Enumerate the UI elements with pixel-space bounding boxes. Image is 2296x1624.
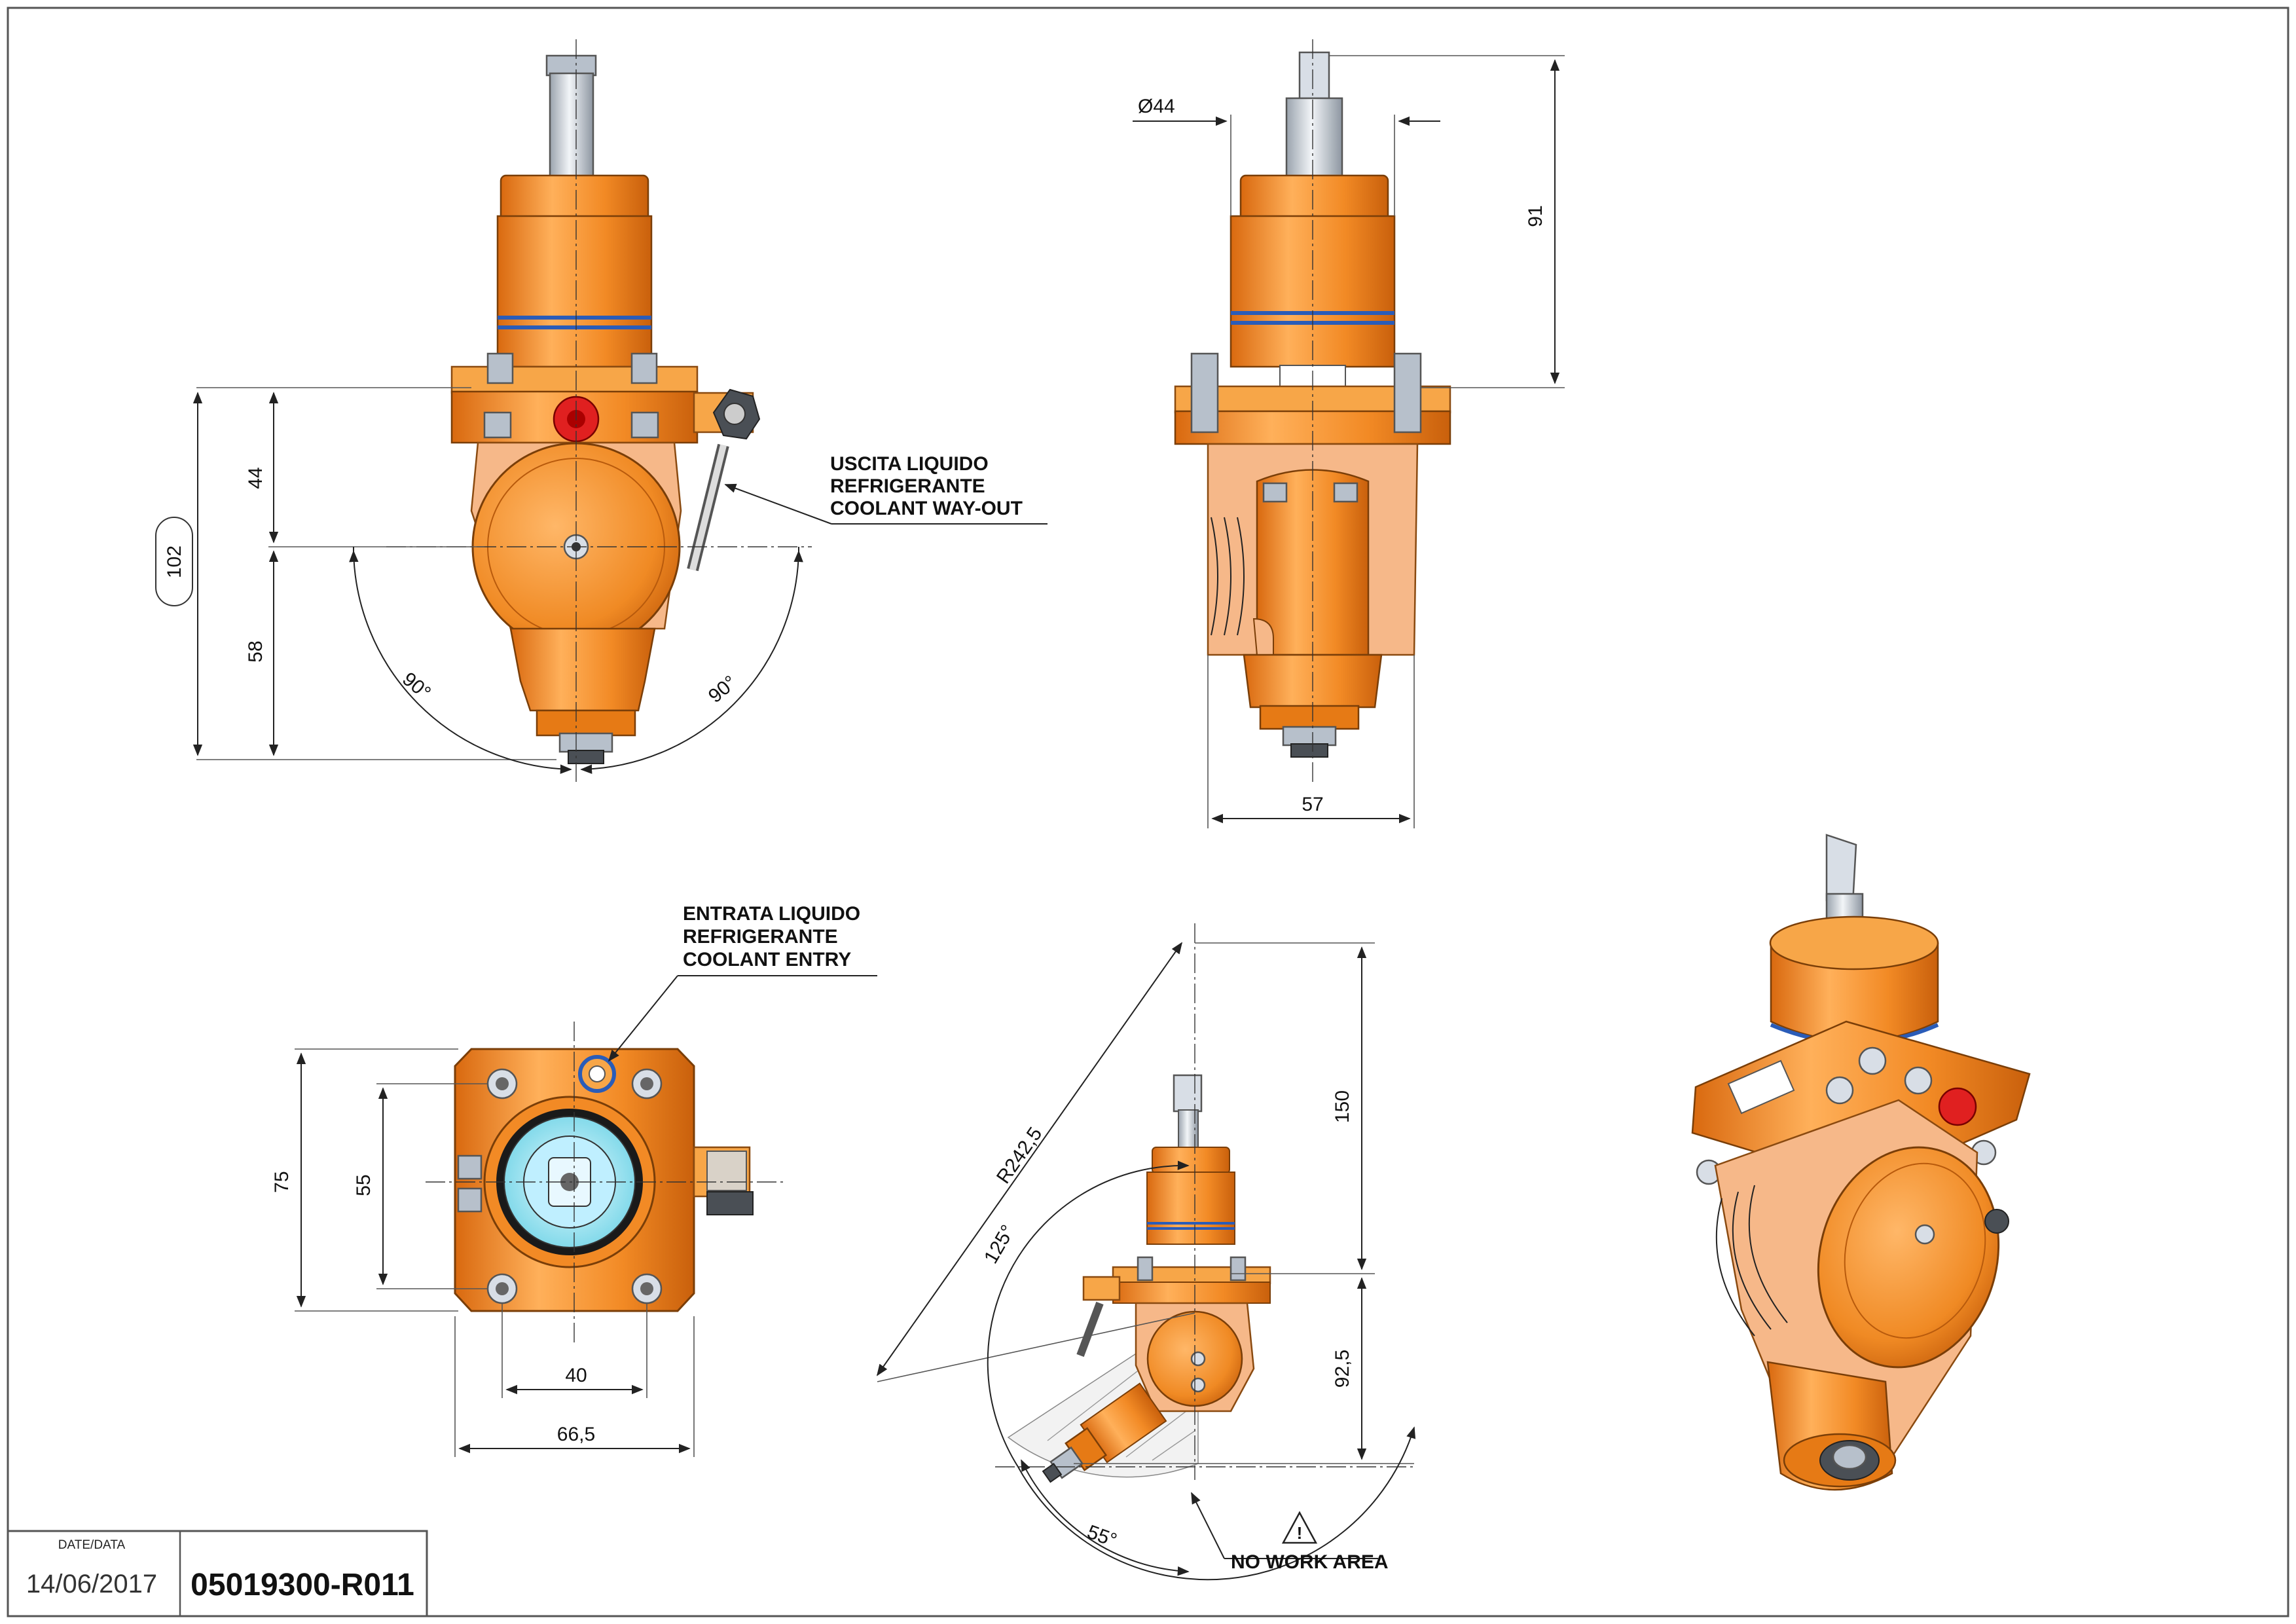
- callout-coolant-out-line2: REFRIGERANTE: [830, 475, 985, 497]
- front-view: [155, 39, 1048, 786]
- side-view: [1133, 39, 1565, 828]
- title-block: [7, 1530, 428, 1617]
- front-angle-left: 90°: [398, 668, 435, 703]
- isometric-view: [1691, 834, 2031, 1491]
- callout-coolant-entry-line3: COOLANT ENTRY: [683, 949, 851, 970]
- callout-coolant-entry-line2: REFRIGERANTE: [683, 926, 838, 948]
- no-work-area-label: NO WORK AREA: [1231, 1551, 1389, 1573]
- sheet-border: [7, 7, 2289, 1617]
- angled-angle-55: 55°: [1084, 1521, 1120, 1552]
- date-label: DATE/DATA: [58, 1538, 126, 1552]
- angled-dim-150: 150: [1332, 1090, 1353, 1123]
- side-dim-57: 57: [1302, 794, 1323, 815]
- angled-dim-92-5: 92,5: [1332, 1350, 1353, 1388]
- warning-icon: !: [1297, 1523, 1303, 1543]
- bottom-dim-66-5: 66,5: [557, 1424, 595, 1445]
- angled-dim-radius: R242,5: [993, 1123, 1047, 1187]
- angled-view: [876, 923, 1416, 1581]
- drawing-date: 14/06/2017: [26, 1570, 157, 1598]
- callout-coolant-out-line3: COOLANT WAY-OUT: [830, 498, 1023, 519]
- bottom-view: [295, 975, 877, 1457]
- side-dim-91: 91: [1525, 205, 1546, 227]
- drawing-code: 05019300-R011: [191, 1568, 414, 1602]
- bottom-dim-55: 55: [353, 1174, 374, 1196]
- angled-angle-125: 125°: [980, 1221, 1019, 1267]
- bottom-dim-75: 75: [271, 1171, 293, 1192]
- side-dim-diameter-44: Ø44: [1138, 96, 1175, 117]
- front-dim-44: 44: [245, 467, 266, 489]
- callout-coolant-out-line1: USCITA LIQUIDO: [830, 453, 989, 475]
- callout-coolant-entry-line1: ENTRATA LIQUIDO: [683, 903, 860, 925]
- front-dim-58: 58: [245, 640, 266, 662]
- bottom-dim-40: 40: [565, 1365, 587, 1386]
- front-dim-102: 102: [164, 545, 185, 578]
